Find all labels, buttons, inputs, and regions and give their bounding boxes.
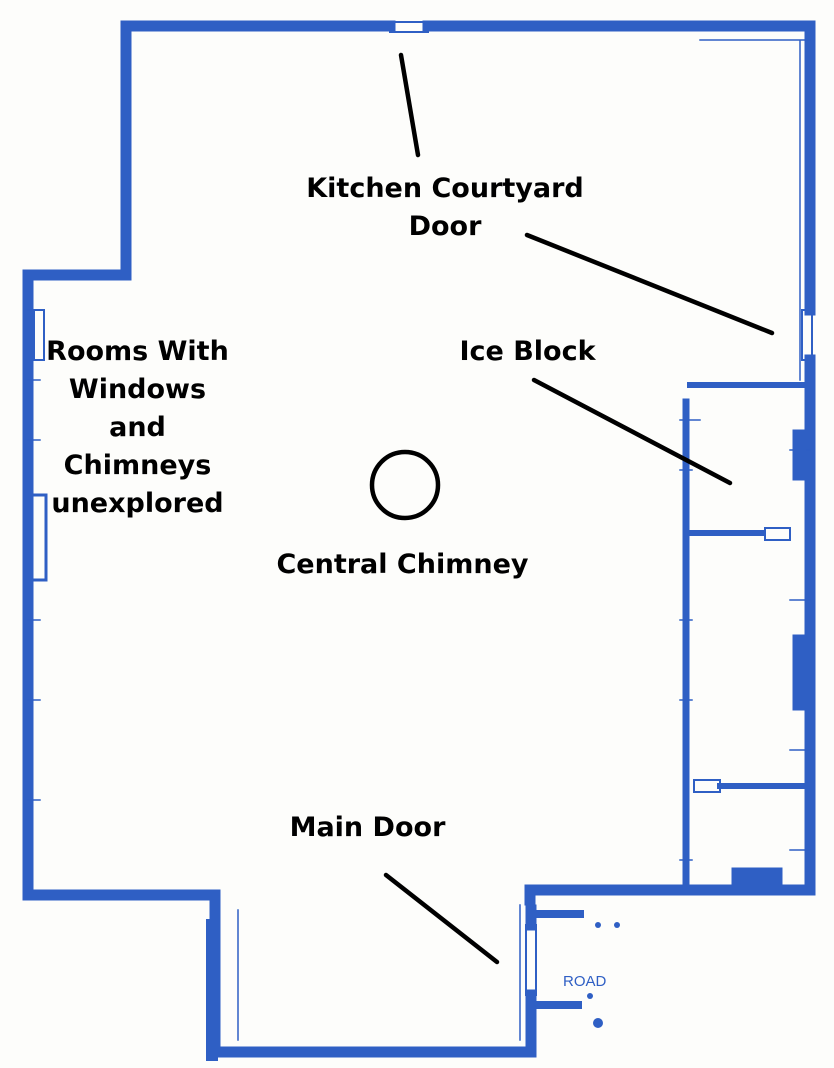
road-label: ROAD [563,973,607,990]
right-fireplace [792,429,806,481]
window-ticks [27,39,811,1041]
bottom-fireplace [731,867,783,887]
label-line: Windows [68,374,207,405]
ice-block-pointer [531,377,733,486]
label-line: Chimneys [63,450,212,481]
partition-window-2 [693,779,721,793]
ice-block-label: Ice Block [459,336,596,367]
central-chimney-label: Central Chimney [276,549,529,580]
left-chimney [30,493,48,582]
kitchen-door-pointer [398,52,421,158]
label-line: Rooms With [46,336,229,367]
road-shrubs [587,922,620,1028]
side-window [801,309,813,361]
partition-wall [689,530,808,789]
main-door-label: Main Door [289,812,446,843]
kitchen-door-label: Kitchen Courtyard Door [300,170,590,246]
kitchen-door-window [389,21,429,33]
unexplored-rooms-label: Rooms With Windows and Chimneys unexplor… [40,333,235,523]
right-fireplace-2 [792,634,806,711]
main-door-pointer [383,872,500,965]
partition-window [764,527,791,541]
main-door-window [525,924,537,996]
label-line: Kitchen Courtyard [306,173,584,204]
label-line: and [109,412,166,443]
label-line: unexplored [51,488,224,519]
central-chimney-marker [369,449,441,521]
outer-wall [22,20,816,1058]
label-line: Door [408,211,482,242]
side-door-pointer [524,232,775,336]
left-window [33,309,45,361]
